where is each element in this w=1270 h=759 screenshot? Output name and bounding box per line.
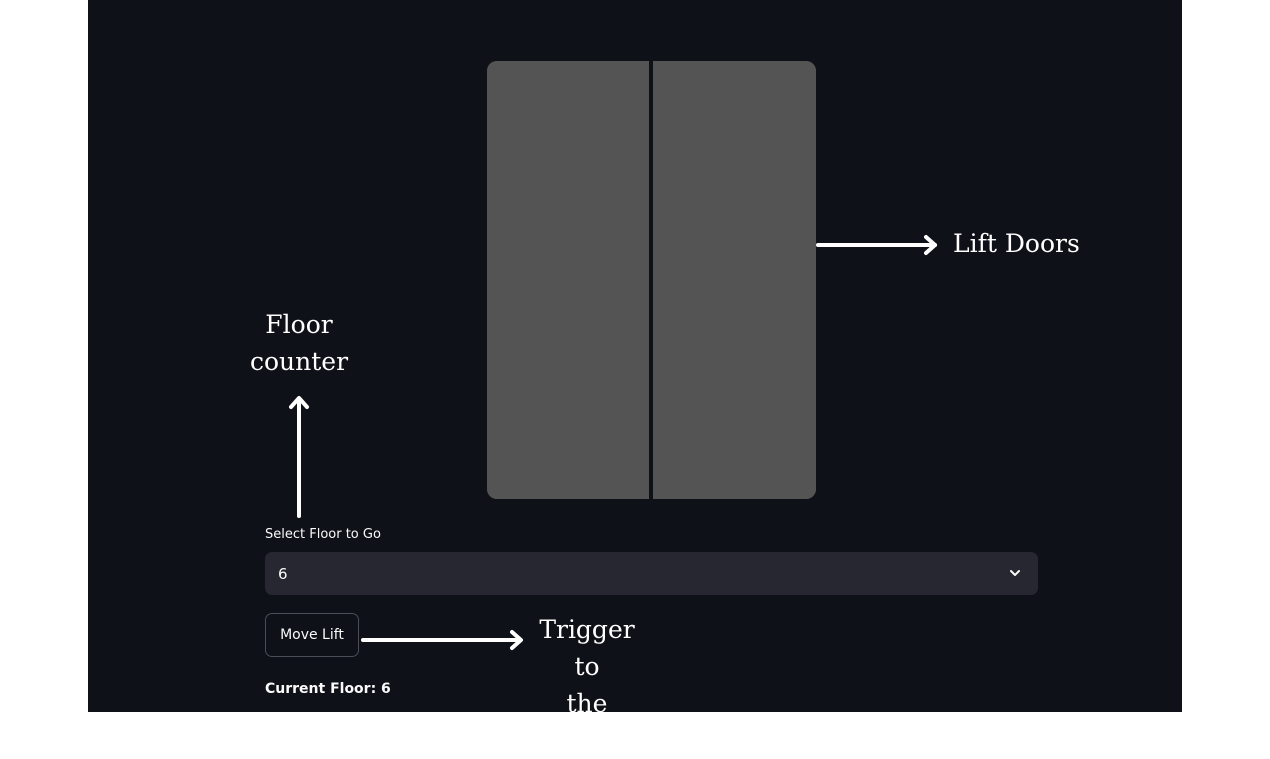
lift-door-left xyxy=(487,61,649,499)
floor-counter-annotation-line1: Floor xyxy=(265,310,333,339)
current-floor-text: Current Floor: 6 xyxy=(265,681,391,697)
floor-select[interactable]: 6 xyxy=(265,552,1038,595)
trigger-annotation: Trigger to the model xyxy=(524,611,650,759)
lift-door-right xyxy=(653,61,816,499)
floor-select-value: 6 xyxy=(278,565,288,583)
move-lift-button[interactable]: Move Lift xyxy=(265,613,359,657)
floor-counter-annotation-line2: counter xyxy=(249,347,349,376)
floor-counter-annotation: Floor counter xyxy=(244,306,354,380)
trigger-annotation-line2: the model xyxy=(548,689,626,755)
trigger-annotation-line1: Trigger to xyxy=(539,615,635,681)
lift xyxy=(487,61,816,499)
lift-door-gap xyxy=(649,61,653,499)
chevron-down-icon[interactable] xyxy=(1008,566,1022,580)
select-floor-label: Select Floor to Go xyxy=(265,527,381,542)
lift-doors-annotation: Lift Doors xyxy=(953,229,1080,258)
